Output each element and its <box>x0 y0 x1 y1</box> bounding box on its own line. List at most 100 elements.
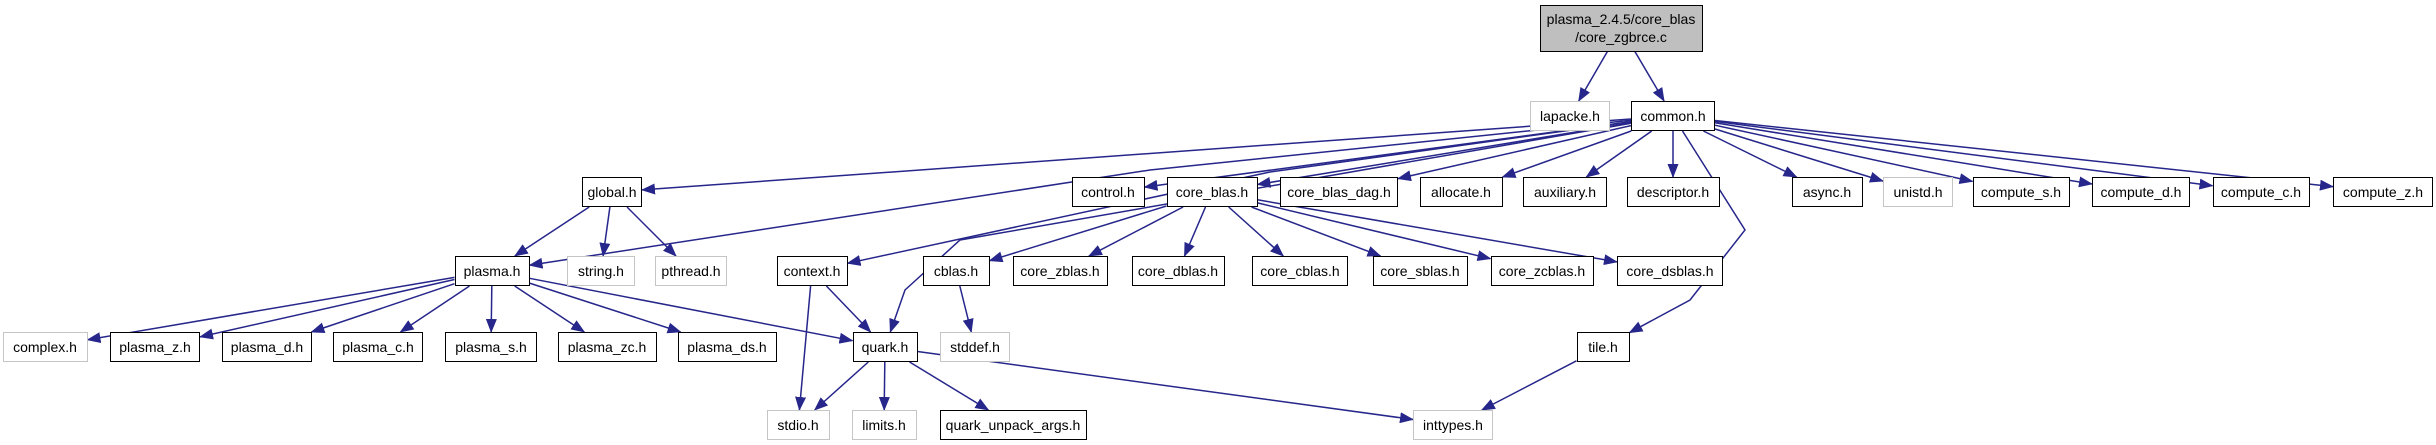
edge-global-h-to-string-h <box>599 206 611 257</box>
edge-common-h-to-compute-z-h <box>1714 119 2334 191</box>
graph-node-quark-h[interactable]: quark.h <box>852 332 918 362</box>
node-label: compute_z.h <box>2342 183 2424 200</box>
graph-node-compute-z-h[interactable]: compute_z.h <box>2333 177 2433 207</box>
graph-node-plasma-c-h[interactable]: plasma_c.h <box>333 332 423 362</box>
edge-plasma-h-to-plasma-ds-h <box>529 282 682 334</box>
edge-global-h-to-pthread-h <box>626 206 677 257</box>
edge-plasma-h-to-plasma-d-h <box>310 282 455 334</box>
edge-root-to-lapacke-h <box>1578 51 1609 102</box>
graph-node-core-cblas-h[interactable]: core_cblas.h <box>1252 256 1348 286</box>
node-label: quark.h <box>861 338 909 355</box>
graph-node-common-h[interactable]: common.h <box>1631 101 1715 131</box>
edge-quark-h-to-inttypes-h <box>917 350 1414 424</box>
node-label: plasma_d.h <box>230 338 304 355</box>
graph-node-core-blas-dag-h[interactable]: core_blas_dag.h <box>1280 177 1398 207</box>
graph-node-core-zcblas-h[interactable]: core_zcblas.h <box>1490 256 1594 286</box>
graph-node-context-h[interactable]: context.h <box>776 256 848 286</box>
node-label: complex.h <box>13 338 77 355</box>
graph-node-plasma-h[interactable]: plasma.h <box>454 256 530 286</box>
edge-plasma-h-to-plasma-zc-h <box>514 285 586 333</box>
graph-node-compute-c-h[interactable]: compute_c.h <box>2212 177 2310 207</box>
graph-node-compute-d-h[interactable]: compute_d.h <box>2092 177 2190 207</box>
edge-context-h-to-stdio-h <box>795 285 812 411</box>
graph-node-allocate-h[interactable]: allocate.h <box>1419 177 1503 207</box>
graph-node-global-h[interactable]: global.h <box>582 177 642 207</box>
node-label: pthread.h <box>661 262 721 279</box>
node-label: descriptor.h <box>1636 183 1710 200</box>
graph-node-tile-h[interactable]: tile.h <box>1576 332 1630 362</box>
node-label: plasma_zc.h <box>567 338 647 355</box>
edge-common-h-to-core-blas-dag-h <box>1397 124 1632 182</box>
edge-common-h-to-core-blas-h <box>1256 122 1632 188</box>
edge-plasma-h-to-plasma-c-h <box>399 285 470 333</box>
node-label: plasma_z.h <box>119 338 191 355</box>
edge-common-h-to-compute-c-h <box>1714 120 2214 190</box>
graph-node-core-blas-h[interactable]: core_blas.h <box>1166 177 1258 207</box>
graph-node-complex-h: complex.h <box>2 332 88 362</box>
graph-node-unistd-h: unistd.h <box>1883 177 1953 207</box>
node-label: global.h <box>587 183 637 200</box>
node-label: common.h <box>1640 107 1706 124</box>
graph-node-plasma-s-h[interactable]: plasma_s.h <box>445 332 537 362</box>
graph-node-plasma-d-h[interactable]: plasma_d.h <box>222 332 312 362</box>
graph-node-descriptor-h[interactable]: descriptor.h <box>1626 177 1720 207</box>
edge-plasma-h-to-plasma-s-h <box>485 285 497 333</box>
node-label: stddef.h <box>950 338 1000 355</box>
edge-common-h-to-compute-d-h <box>1714 122 2093 188</box>
graph-node-stdio-h: stdio.h <box>766 410 830 440</box>
edge-common-h-to-unistd-h <box>1714 128 1884 183</box>
node-label: async.h <box>1802 183 1852 200</box>
graph-node-string-h: string.h <box>567 256 635 286</box>
node-label: /core_zgbrce.c <box>1575 29 1667 45</box>
node-label: quark_unpack_args.h <box>945 416 1081 433</box>
edge-common-h-to-plasma-h <box>528 119 1632 269</box>
node-label: compute_s.h <box>1980 183 2062 200</box>
node-label: unistd.h <box>1893 183 1943 200</box>
graph-node-root: plasma_2.4.5/core_blas/core_zgbrce.c <box>1539 4 1703 52</box>
node-label: plasma_s.h <box>455 338 527 355</box>
graph-node-core-dsblas-h[interactable]: core_dsblas.h <box>1617 256 1723 286</box>
edge-plasma-h-to-quark-h <box>529 277 854 344</box>
edge-root-to-common-h <box>1634 51 1665 102</box>
edge-tile-h-to-inttypes-h <box>1480 360 1577 411</box>
graph-node-plasma-zc-h[interactable]: plasma_zc.h <box>557 332 657 362</box>
edge-core-blas-h-to-cblas-h <box>988 205 1167 263</box>
graph-node-control-h[interactable]: control.h <box>1071 177 1145 207</box>
edge-common-h-to-compute-s-h <box>1714 124 1974 185</box>
node-label: compute_d.h <box>2100 183 2182 200</box>
node-label: core_zblas.h <box>1020 262 1100 279</box>
edge-context-h-to-quark-h <box>825 285 872 333</box>
node-label: plasma_ds.h <box>687 338 767 355</box>
graph-node-plasma-ds-h[interactable]: plasma_ds.h <box>677 332 777 362</box>
edge-common-h-to-control-h <box>1143 120 1632 191</box>
node-label: context.h <box>783 262 841 279</box>
graph-node-inttypes-h: inttypes.h <box>1413 410 1493 440</box>
edge-common-h-to-allocate-h <box>1501 130 1632 178</box>
node-label: plasma.h <box>463 262 521 279</box>
graph-node-core-dblas-h[interactable]: core_dblas.h <box>1131 256 1225 286</box>
node-label: stdio.h <box>777 416 819 433</box>
node-label: control.h <box>1081 183 1135 200</box>
node-label: allocate.h <box>1431 183 1491 200</box>
graph-node-core-zblas-h[interactable]: core_zblas.h <box>1012 256 1108 286</box>
graph-node-plasma-z-h[interactable]: plasma_z.h <box>110 332 200 362</box>
node-label: limits.h <box>862 416 906 433</box>
graph-node-quark-unpack-args-h[interactable]: quark_unpack_args.h <box>939 410 1087 440</box>
graph-node-stddef-h: stddef.h <box>940 332 1010 362</box>
node-label: core_sblas.h <box>1380 262 1460 279</box>
node-label: compute_c.h <box>2220 183 2302 200</box>
node-label: tile.h <box>1588 338 1618 355</box>
graph-node-compute-s-h[interactable]: compute_s.h <box>1972 177 2070 207</box>
node-label: core_cblas.h <box>1260 262 1340 279</box>
graph-node-async-h[interactable]: async.h <box>1791 177 1863 207</box>
node-label: auxiliary.h <box>1534 183 1596 200</box>
node-label: core_blas.h <box>1175 183 1249 200</box>
edge-core-blas-h-to-core-dsblas-h <box>1257 199 1618 266</box>
graph-node-auxiliary-h[interactable]: auxiliary.h <box>1523 177 1607 207</box>
graph-node-cblas-h[interactable]: cblas.h <box>922 256 990 286</box>
node-label: core_dsblas.h <box>1626 262 1714 279</box>
graph-node-core-sblas-h[interactable]: core_sblas.h <box>1372 256 1468 286</box>
edge-common-h-to-auxiliary-h <box>1585 130 1653 178</box>
